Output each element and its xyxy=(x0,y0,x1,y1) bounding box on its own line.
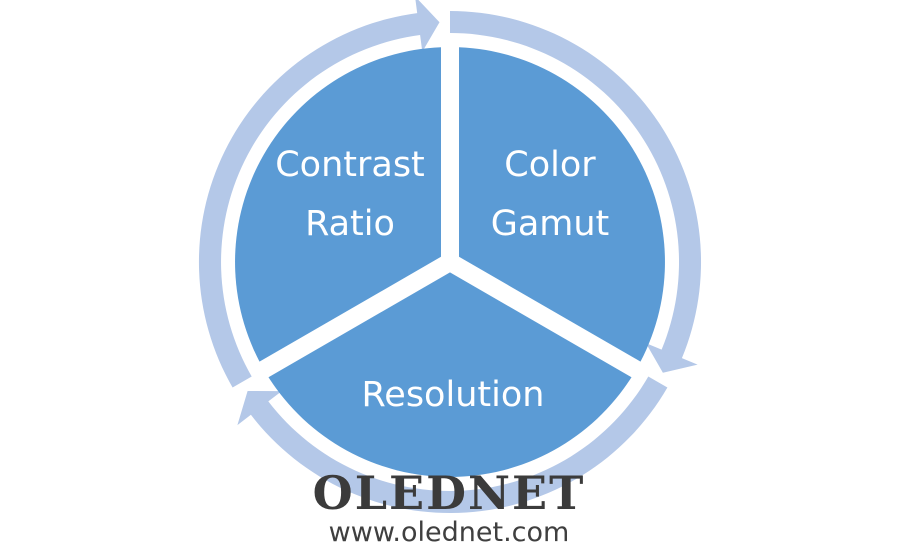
arrow-to-contrast xyxy=(198,0,440,388)
segment-shape-contrast-ratio xyxy=(235,47,441,362)
segment-label-contrast-line2: Ratio xyxy=(305,204,395,244)
cycle-arrow-ring xyxy=(198,0,702,513)
segment-shape-color-gamut xyxy=(459,47,665,362)
segment-resolution: Resolution xyxy=(362,375,545,415)
segment-shape-resolution xyxy=(268,272,632,477)
segment-label-color-line2: Gamut xyxy=(491,204,610,244)
segment-label-resolution: Resolution xyxy=(362,375,545,415)
watermark: OLEDNET www.olednet.com xyxy=(313,466,586,548)
arrow-to-color xyxy=(450,10,702,373)
cycle-segments xyxy=(235,47,665,477)
segment-color-gamut: Color Gamut xyxy=(491,145,610,244)
watermark-logo: OLEDNET xyxy=(313,466,586,520)
segment-contrast-ratio: Contrast Ratio xyxy=(275,145,425,244)
arrow-to-resolution xyxy=(237,376,668,513)
segment-label-color-line1: Color xyxy=(504,145,596,185)
segment-label-contrast-line1: Contrast xyxy=(275,145,425,185)
watermark-url: www.olednet.com xyxy=(329,517,570,548)
